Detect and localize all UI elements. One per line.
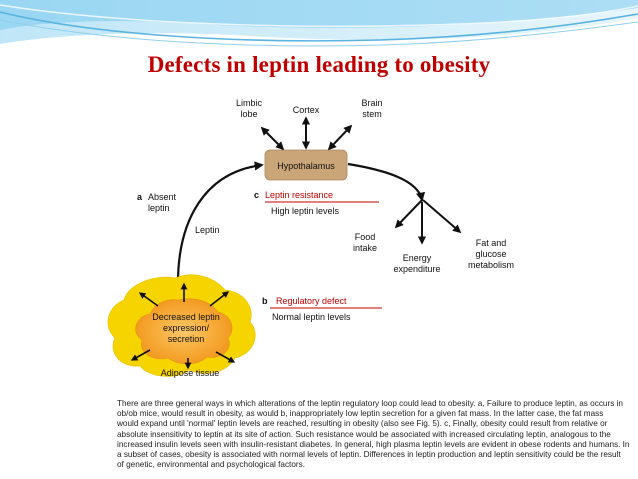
hypothalamus-box — [264, 149, 348, 181]
leptin-resistance: Leptin resistance — [265, 190, 333, 200]
arrow-to-food-intake — [394, 199, 423, 229]
caption-line: a subset of cases, obesity is associated… — [117, 450, 621, 460]
figure-caption: There are three general ways in which al… — [117, 399, 633, 470]
fat-label-2: glucose — [475, 249, 506, 259]
energy-label-2: expenditure — [393, 264, 440, 274]
leptin-label: Leptin — [195, 225, 220, 235]
food-label-2: intake — [353, 243, 377, 253]
adipose-arrow-ne — [209, 291, 230, 307]
adipose-arrow-se — [215, 351, 236, 363]
limbic-label-1: Limbic — [236, 98, 263, 108]
absent-leptin-2: leptin — [148, 203, 170, 213]
fat-label-3: metabolism — [468, 260, 514, 270]
adipose-arrow-nw — [138, 292, 159, 307]
limbic-label-2: lobe — [240, 109, 257, 119]
adipose-arrow-sw — [130, 349, 151, 361]
normal-leptin-levels: Normal leptin levels — [272, 312, 351, 322]
label-a: a — [137, 192, 143, 202]
regulatory-defect: Regulatory defect — [276, 296, 347, 306]
cortex-label: Cortex — [293, 105, 320, 115]
caption-line: absolute insensitivity to leptin at its … — [117, 429, 611, 439]
adipose-text-2: expression/ — [163, 323, 210, 333]
caption-line: There are three general ways in which al… — [117, 399, 623, 408]
caption-line: of genetic, environmental and psychologi… — [117, 460, 305, 470]
fat-label-1: Fat and — [476, 238, 507, 248]
adipose-text-3: secretion — [168, 334, 205, 344]
adipose-text-1: Decreased leptin — [152, 312, 220, 322]
brainstem-label-2: stem — [362, 109, 382, 119]
caption-line: would expand until 'normal' leptin level… — [117, 419, 608, 429]
arrow-to-brainstem — [327, 124, 353, 151]
high-leptin-levels: High leptin levels — [271, 206, 340, 216]
absent-leptin-1: Absent — [148, 192, 177, 202]
label-b: b — [262, 296, 268, 306]
caption-line: ob/ob mice, would result in obesity, as … — [117, 409, 604, 419]
brainstem-label-1: Brain — [361, 98, 382, 108]
food-label-1: Food — [355, 232, 376, 242]
hypothalamus-label: Hypothalamus — [277, 161, 335, 171]
leptin-arrow — [176, 161, 264, 284]
label-c: c — [254, 190, 259, 200]
caption-line: increased insulin levels seen with insul… — [117, 439, 630, 449]
adipose-tissue-label: Adipose tissue — [161, 368, 220, 378]
arrow-to-limbic — [260, 126, 285, 151]
output-arrow — [347, 162, 426, 202]
slide-title: Defects in leptin leading to obesity — [147, 52, 491, 77]
energy-label-1: Energy — [403, 253, 432, 263]
leptin-loop-diagram: Hypothalamus Limbic lobe Cortex Brain st… — [107, 98, 514, 378]
arrow-to-fat-glucose — [422, 199, 462, 234]
header-banner — [0, 0, 638, 60]
